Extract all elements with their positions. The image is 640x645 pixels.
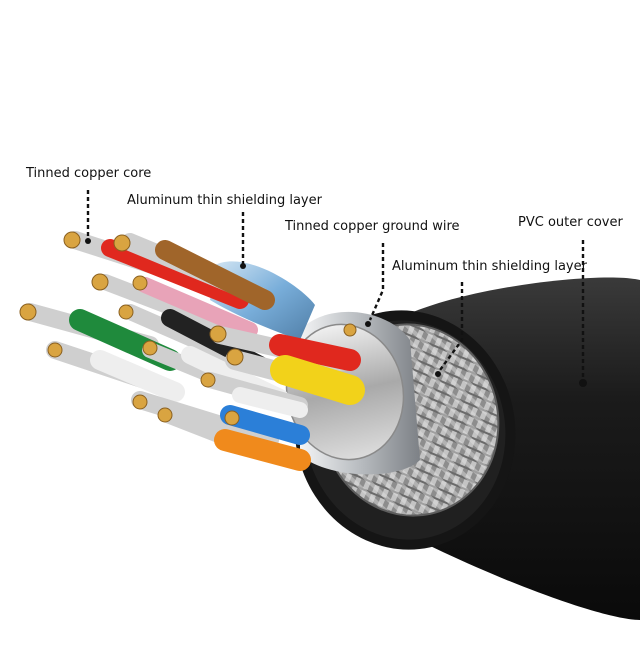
label-tinned-copper-ground-wire: Tinned copper ground wire: [285, 219, 460, 234]
label-tinned-copper-core: Tinned copper core: [26, 166, 152, 181]
label-pvc-outer-cover: PVC outer cover: [518, 215, 623, 230]
label-aluminum-shield-inner: Aluminum thin shielding layer: [127, 193, 322, 208]
copper-cores: [19, 231, 357, 426]
leader-lines: [85, 190, 587, 387]
wire-bundle: [21, 231, 365, 471]
label-aluminum-shield-outer: Aluminum thin shielding layer: [392, 259, 587, 274]
